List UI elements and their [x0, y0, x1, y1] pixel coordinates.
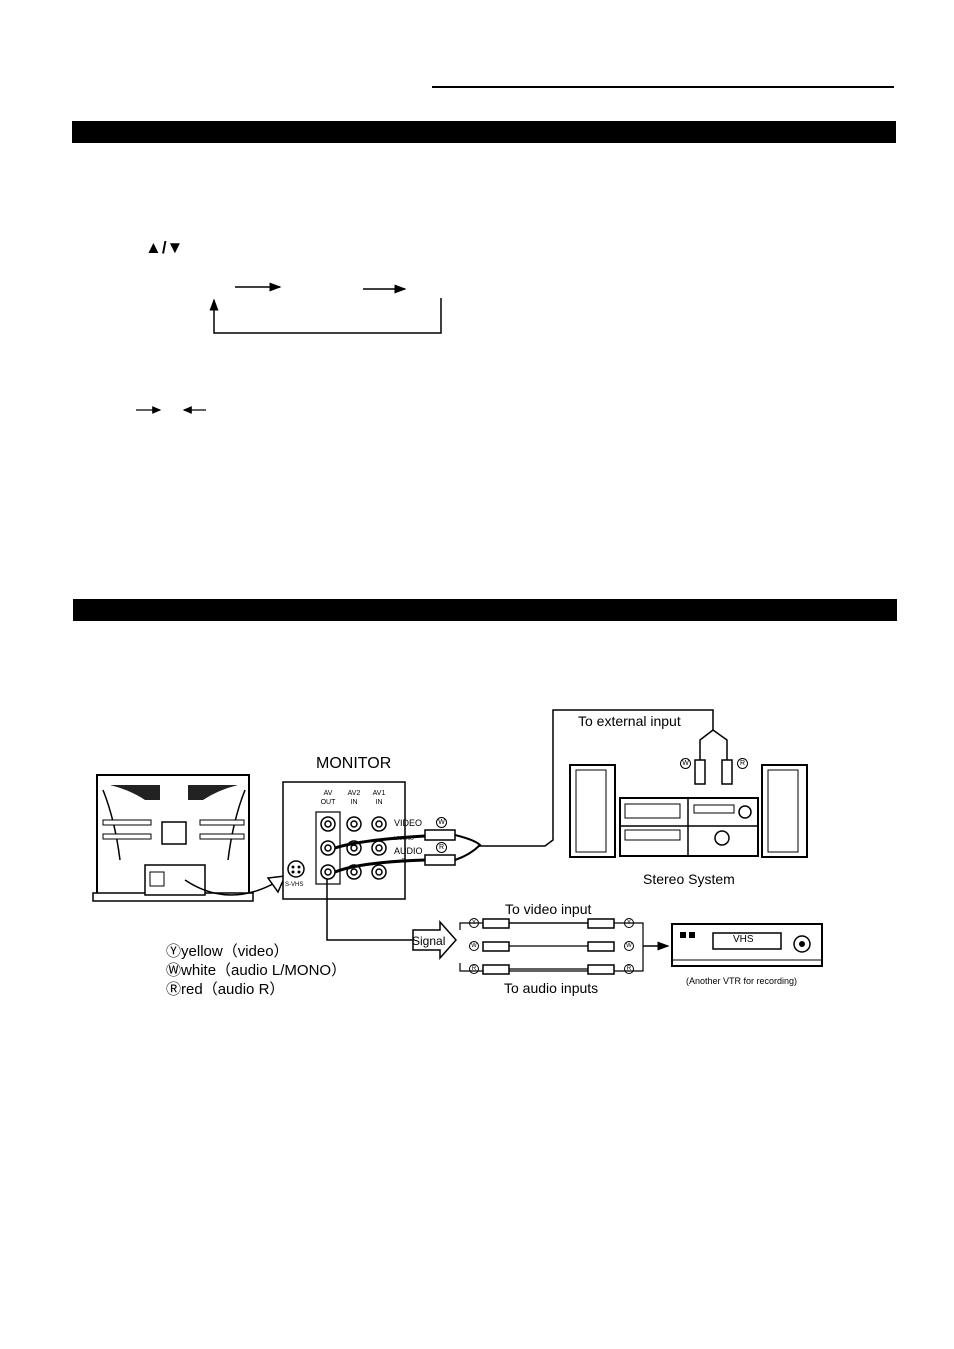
jack-label-video: VIDEO	[394, 818, 423, 828]
jack-label-r: R	[402, 858, 406, 864]
plug-mark-y-left: Y	[469, 918, 479, 928]
plug-mark-r-stereo: R	[737, 758, 748, 769]
stereo-system-label: Stereo System	[643, 871, 735, 887]
to-external-input-label: To external input	[578, 713, 681, 729]
section-header-bar-1	[72, 121, 896, 143]
jack-label-av1-in-line2: IN	[375, 799, 383, 806]
legend-item-red: Ⓡred（audio R）	[166, 980, 346, 999]
vcr-label: VHS	[733, 934, 754, 945]
plug-mark-r-right: R	[624, 964, 634, 974]
jack-label-av2-in-line2: IN	[350, 799, 358, 806]
plug-mark-w-stereo: W	[680, 758, 691, 769]
tv-rear-illustration	[92, 774, 287, 902]
jack-label-audio: AUDIO	[394, 846, 423, 856]
jack-label-av-out: AV OUT	[316, 789, 340, 807]
legend-item-white: Ⓦwhite（audio L/MONO）	[166, 961, 346, 980]
right-left-arrows	[136, 406, 206, 414]
plug-mark-r-monitor: R	[436, 842, 447, 853]
plug-mark-r-left: R	[469, 964, 479, 974]
connection-diagram	[92, 709, 823, 975]
jack-label-av2-in: AV2 IN	[342, 789, 366, 807]
up-down-symbol: ▲/▼	[145, 238, 184, 257]
plug-mark-y-right: Y	[624, 918, 634, 928]
header-rule	[432, 86, 894, 88]
section-header-bar-2	[73, 599, 897, 621]
to-video-input-label: To video input	[505, 901, 592, 917]
cycle-return-line	[209, 298, 442, 334]
plug-mark-w-left: W	[469, 941, 479, 951]
signal-arrow	[412, 920, 458, 960]
jack-label-svhs: S-VHS	[285, 882, 304, 888]
legend-symbol-white: Ⓦ	[166, 962, 182, 979]
legend-text-red: red（audio R）	[181, 981, 285, 998]
jack-label-av1-in-line1: AV1	[372, 790, 386, 797]
stereo-system	[569, 764, 808, 858]
legend-symbol-yellow: Ⓨ	[166, 943, 182, 960]
legend-item-yellow: Ⓨyellow（video）	[166, 942, 346, 961]
signal-label: Signal	[412, 934, 446, 948]
jack-label-lmono: L/MONO	[394, 836, 414, 842]
cycle-arrows	[209, 282, 442, 334]
color-legend: Ⓨyellow（video） Ⓦwhite（audio L/MONO） Ⓡred…	[166, 942, 346, 999]
legend-text-yellow: yellow（video）	[181, 943, 289, 960]
jack-label-av1-in: AV1 IN	[367, 789, 391, 807]
vcr-illustration	[671, 923, 823, 967]
another-vtr-label: (Another VTR for recording)	[686, 976, 798, 986]
plug-mark-w-monitor: W	[436, 817, 447, 828]
jack-label-av-out-line2: OUT	[320, 799, 336, 806]
jack-label-av2-in-line1: AV2	[347, 790, 361, 797]
monitor-label: MONITOR	[316, 755, 392, 772]
legend-symbol-red: Ⓡ	[166, 981, 182, 998]
plug-mark-w-right: W	[624, 941, 634, 951]
to-audio-inputs-label: To audio inputs	[504, 980, 599, 996]
legend-text-white: white（audio L/MONO）	[181, 962, 347, 979]
monitor-panel	[282, 781, 426, 941]
jack-label-av-out-line1: AV	[323, 790, 333, 797]
